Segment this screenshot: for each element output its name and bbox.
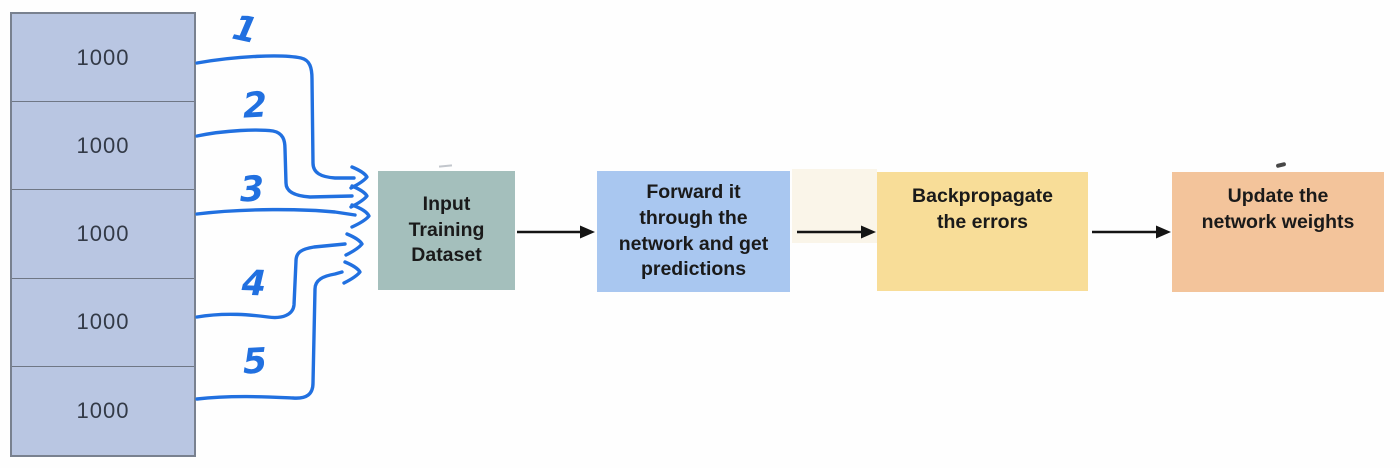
dataset-stack-row: 1000 — [12, 279, 194, 367]
hand-drawn-arrow-5-icon — [195, 260, 362, 401]
step-label-line: Update the — [1227, 185, 1329, 207]
dataset-row-value: 1000 — [76, 220, 130, 246]
background-artifact — [792, 169, 877, 243]
dataset-stack: 1000 1000 1000 1000 1000 — [10, 12, 196, 457]
step-box-update-network-weights: Update the network weights — [1172, 172, 1384, 292]
step-label-line: network and get — [618, 232, 769, 255]
dataset-row-value: 1000 — [76, 397, 130, 423]
dataset-stack-row: 1000 — [12, 367, 194, 455]
step-box-forward-through-network: Forward it through the network and get p… — [597, 171, 790, 292]
stray-mark-icon — [438, 164, 453, 168]
hand-drawn-arrow-3-icon — [195, 203, 371, 229]
handwritten-batch-number-4: 4 — [241, 263, 267, 305]
step-box-backpropagate-errors: Backpropagate the errors — [877, 172, 1088, 291]
handwritten-batch-number-1: 1 — [228, 7, 262, 53]
flow-arrow-1-icon — [517, 225, 595, 239]
dataset-stack-row: 1000 — [12, 102, 194, 191]
step-label-line: the errors — [936, 210, 1029, 233]
step-label-line: Forward it — [646, 180, 741, 203]
dataset-stack-row: 1000 — [12, 190, 194, 279]
hand-drawn-arrow-2-icon — [195, 128, 369, 209]
stray-mark-icon — [1275, 161, 1287, 169]
dataset-row-value: 1000 — [76, 132, 130, 158]
hand-drawn-arrow-1-icon — [195, 54, 369, 190]
step-label-line: through the — [639, 206, 748, 229]
step-box-input-training-dataset: Input Training Dataset — [378, 171, 515, 290]
dataset-stack-row: 1000 — [12, 14, 194, 103]
step-label-line: predictions — [640, 258, 747, 281]
handwritten-batch-number-2: 2 — [241, 85, 269, 127]
handwritten-batch-number-3: 3 — [239, 169, 265, 211]
step-label-line: network weights — [1201, 210, 1355, 233]
dataset-row-value: 1000 — [76, 44, 130, 70]
step-label-line: Backpropagate — [912, 185, 1053, 207]
hand-drawn-arrow-4-icon — [195, 232, 364, 320]
step-label-line: Dataset — [411, 244, 482, 267]
handwritten-batch-number-5: 5 — [241, 341, 269, 383]
step-label-line: Input — [422, 192, 471, 215]
dataset-row-value: 1000 — [76, 309, 130, 335]
flow-arrow-3-icon — [1092, 225, 1171, 239]
step-label-line: Training — [408, 218, 485, 241]
